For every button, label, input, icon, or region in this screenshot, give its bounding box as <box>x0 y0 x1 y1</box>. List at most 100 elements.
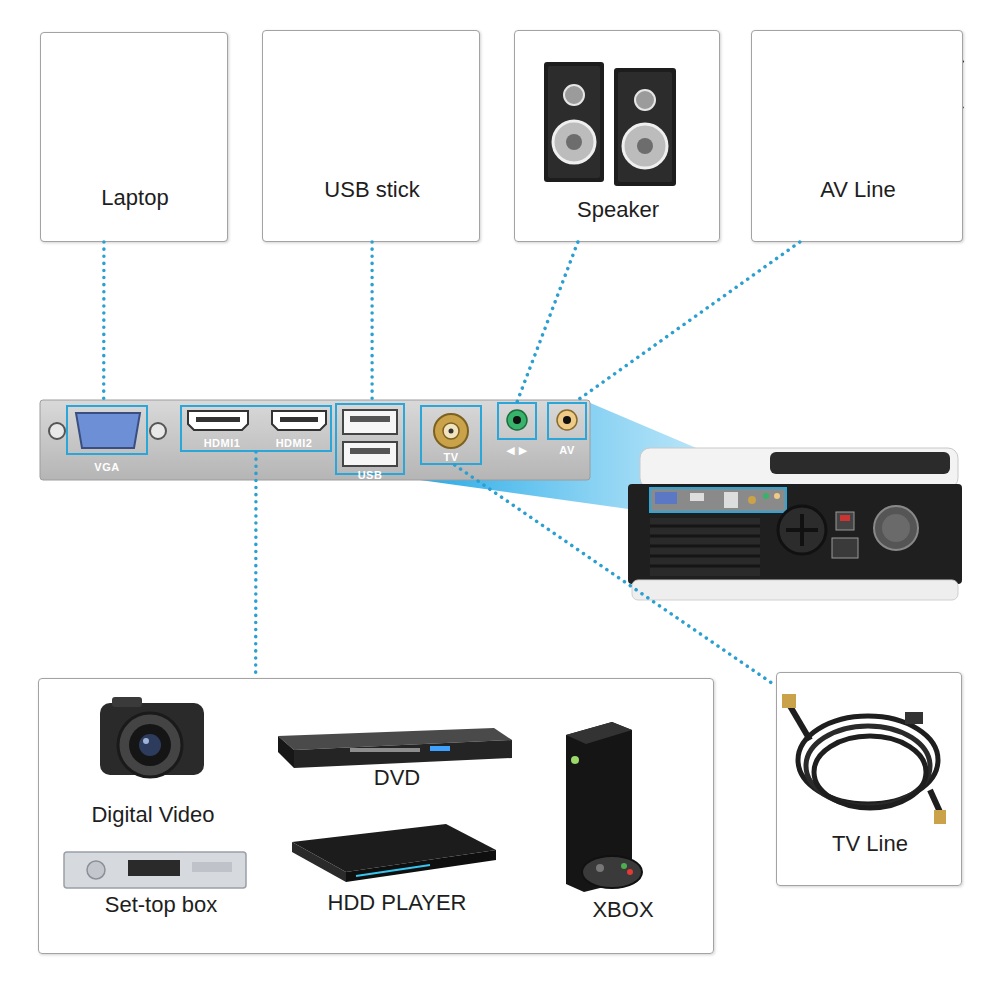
projector-illustration <box>632 580 958 600</box>
usb-connector <box>350 416 390 422</box>
device-card: TV Line <box>776 672 962 886</box>
projector-illustration <box>874 506 918 550</box>
camera-illustration <box>112 697 142 707</box>
hdd-player-illustration <box>292 842 346 882</box>
device-card: AV Line <box>751 30 963 242</box>
set-top-box-illustration <box>192 862 232 872</box>
dvd-illustration <box>278 736 294 768</box>
usb-connector <box>350 448 390 454</box>
device-label: AV Line <box>820 177 895 203</box>
tv-cable-illustration <box>905 712 923 724</box>
camera-illustration <box>129 724 171 766</box>
projector-illustration <box>650 488 786 512</box>
projector-illustration <box>650 565 760 568</box>
port-box: ◀ ▶ <box>497 402 537 440</box>
port-panel <box>40 400 590 480</box>
av-in-connector <box>563 416 571 424</box>
tv-cable-illustration <box>782 694 946 824</box>
xbox-illustration <box>627 869 633 875</box>
speaker-illustration <box>623 124 667 168</box>
projector-illustration <box>640 448 958 488</box>
camera-illustration <box>139 734 161 756</box>
dotted-connector <box>254 452 258 678</box>
projector-illustration <box>690 493 704 501</box>
projector-illustration <box>628 448 962 600</box>
projector-illustration <box>778 506 826 554</box>
device-label: HDD PLAYER <box>328 890 467 916</box>
xbox-illustration <box>566 722 632 744</box>
hdmi-connector <box>280 417 318 422</box>
usb-connector <box>343 410 397 434</box>
port-label: HDMI2 <box>276 437 313 449</box>
device-label: Laptop <box>101 185 168 211</box>
hdmi-connector <box>188 411 248 430</box>
device-label: TV Line <box>832 831 908 857</box>
projector-illustration <box>724 492 738 508</box>
hdmi-connector <box>188 411 326 430</box>
tv-cable-illustration <box>930 790 940 812</box>
speaker-illustration <box>544 62 604 182</box>
vga-connector <box>49 423 65 439</box>
device-label: Set-top box <box>105 892 218 918</box>
hdd-player-illustration <box>292 824 496 882</box>
camera-illustration <box>100 697 204 777</box>
speaker-illustration <box>635 90 655 110</box>
projector-illustration <box>628 484 962 584</box>
usb-connector <box>343 442 397 466</box>
tv-cable-illustration <box>814 736 926 808</box>
projector-illustration <box>650 535 760 538</box>
device-label: Speaker <box>577 197 659 223</box>
vga-connector <box>76 413 140 448</box>
port-label: HDMI1 <box>204 437 241 449</box>
tv-cable-illustration <box>790 706 810 740</box>
projector-illustration <box>882 514 910 542</box>
vga-connector <box>150 423 166 439</box>
port-box: AV <box>547 402 587 440</box>
tv-connector <box>449 429 454 434</box>
device-card: Speaker <box>514 30 720 242</box>
port-label: AV <box>559 444 574 456</box>
hdd-player-illustration <box>356 865 430 876</box>
speaker-illustration <box>637 138 653 154</box>
projector-illustration <box>832 538 858 558</box>
set-top-box-illustration <box>128 860 180 876</box>
xbox-illustration <box>566 722 642 892</box>
speaker-illustration <box>548 66 600 178</box>
projector-illustration <box>774 493 780 499</box>
dotted-connector <box>370 242 374 403</box>
projector-illustration <box>650 555 760 558</box>
port-box: TV <box>420 405 482 465</box>
port-label: ◀ ▶ <box>506 444 527 457</box>
port-label: VGA <box>94 461 119 473</box>
av-in-connector <box>557 410 577 430</box>
port-label: USB <box>358 469 383 481</box>
projector-illustration <box>748 496 756 504</box>
dvd-illustration <box>278 728 512 768</box>
projector-illustration <box>763 493 769 499</box>
xbox-illustration <box>566 722 632 892</box>
projector-illustration <box>655 492 677 504</box>
projector-illustration <box>650 545 760 548</box>
hdmi-connector <box>196 417 240 422</box>
speaker-illustration <box>618 72 672 182</box>
projector-illustration <box>840 515 850 521</box>
device-label: USB stick <box>324 177 419 203</box>
device-card: USB stick <box>262 30 480 242</box>
dotted-connector <box>575 242 800 402</box>
speaker-illustration <box>544 62 676 186</box>
set-top-box-illustration <box>64 852 246 888</box>
av-in-connector <box>557 410 577 430</box>
audio-out-connector <box>507 410 527 430</box>
device-label: DVD <box>374 765 420 791</box>
device-label: Digital Video <box>91 802 214 828</box>
device-group-card: Digital VideoDVDXBOXSet-top boxHDD PLAYE… <box>38 678 714 954</box>
hdmi-connector <box>272 411 326 430</box>
projector-illustration <box>800 514 804 546</box>
dotted-connector <box>517 242 578 402</box>
speaker-illustration <box>566 134 582 150</box>
audio-out-connector <box>513 416 521 424</box>
dvd-illustration <box>430 746 450 751</box>
tv-connector <box>434 414 468 448</box>
set-top-box-illustration <box>64 852 246 888</box>
